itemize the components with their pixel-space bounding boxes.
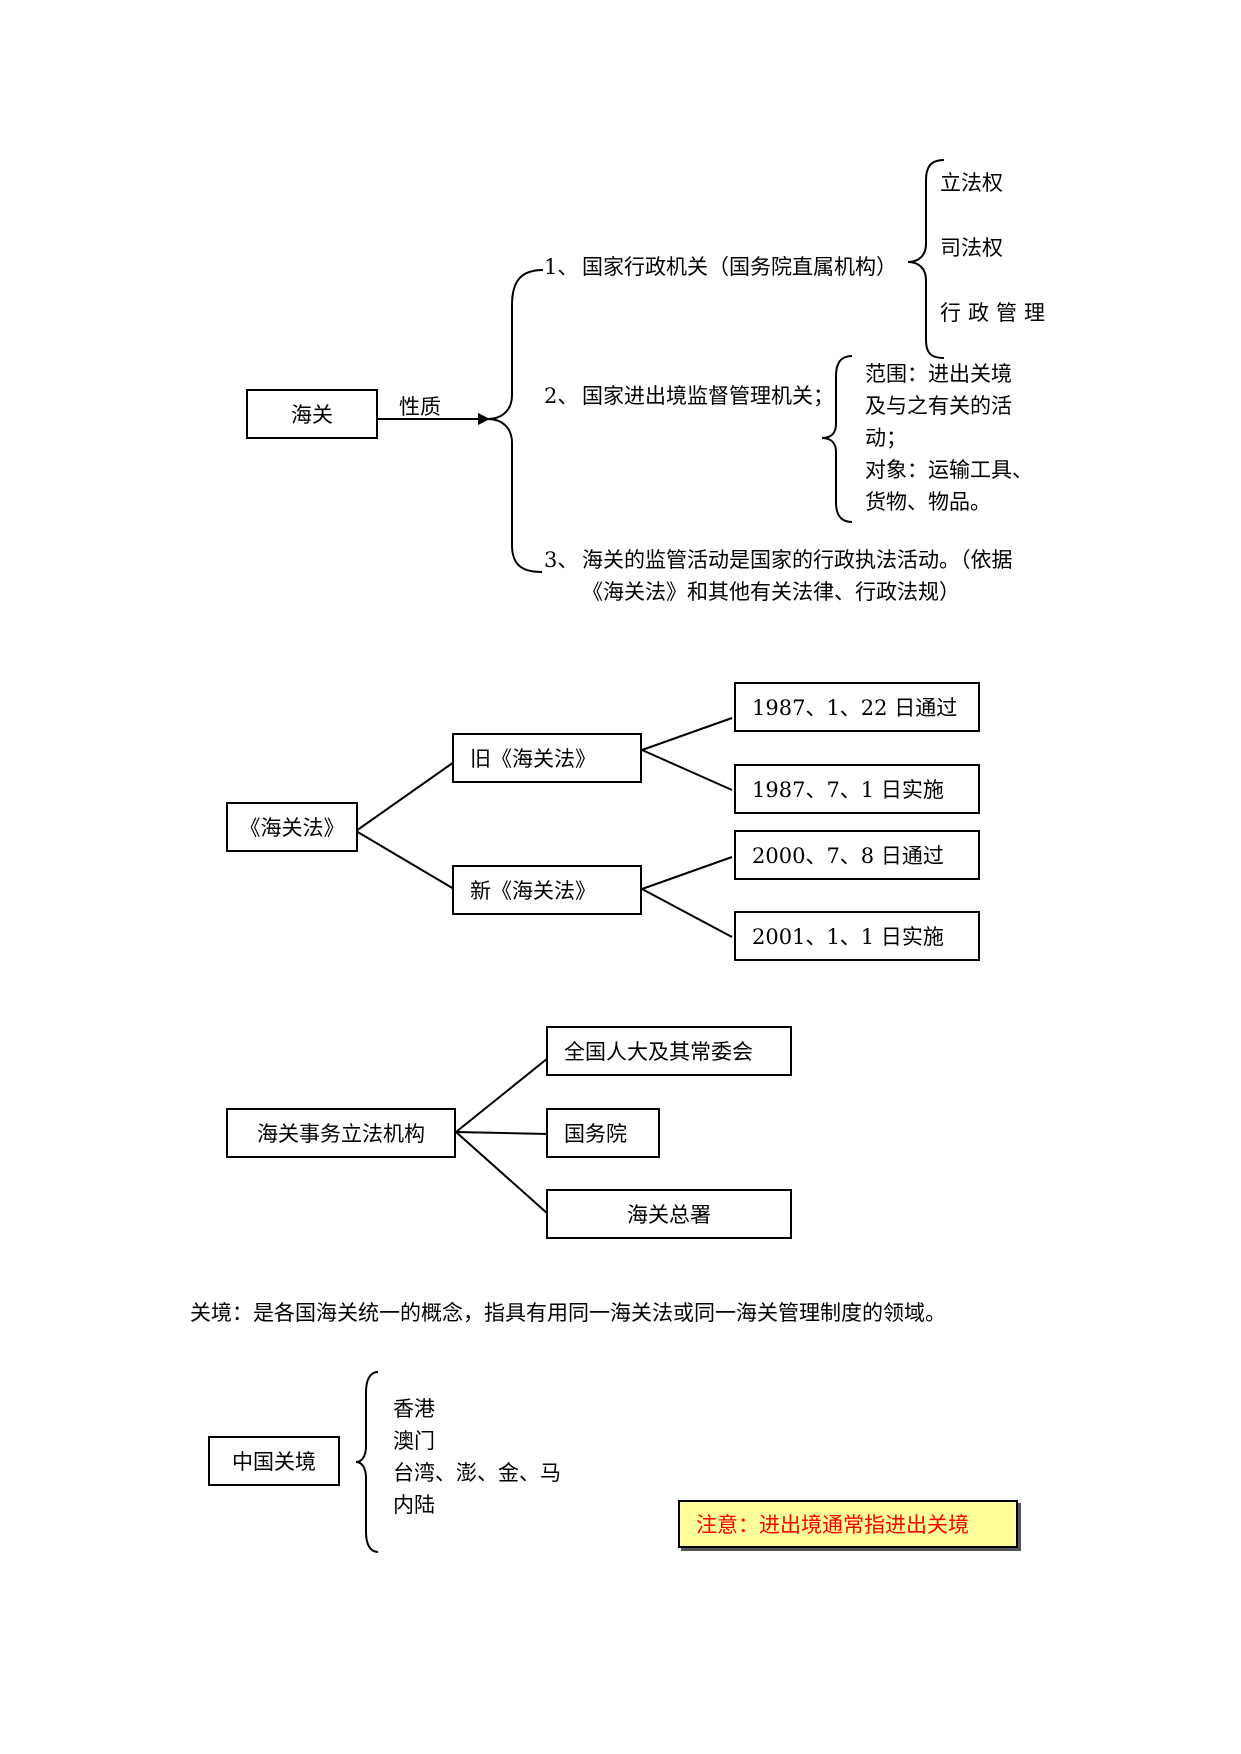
nature-item-2-text: 国家进出境监督管理机关； xyxy=(582,384,834,408)
nature-arrow-head xyxy=(478,413,490,425)
territory-root-label: 中国关境 xyxy=(232,1450,316,1474)
scope-brace xyxy=(821,355,853,523)
law-root-box: 《海关法》 xyxy=(226,802,358,852)
law-root-label: 《海关法》 xyxy=(239,816,345,840)
legislation-item-gac-label: 海关总署 xyxy=(627,1203,711,1227)
scope-line-5: 货物、物品。 xyxy=(865,490,991,514)
leg-line-3 xyxy=(455,1131,549,1215)
leg-line-1 xyxy=(455,1057,549,1133)
scope-line-2: 及与之有关的活 xyxy=(865,394,1012,418)
nature-root-label: 海关 xyxy=(291,403,333,427)
legislation-item-state-council-box: 国务院 xyxy=(546,1108,660,1158)
law-new-passed-box: 2000、7、8 日通过 xyxy=(734,830,980,880)
scope-line-3: 动； xyxy=(865,426,907,450)
law-old-line-passed xyxy=(641,717,733,751)
law-new-effective-label: 2001、1、1 日实施 xyxy=(752,925,944,949)
legislation-root-box: 海关事务立法机构 xyxy=(226,1108,456,1158)
nature-item-1-number: 1、 xyxy=(544,255,579,279)
territory-note-text: 注意：进出境通常指进出关境 xyxy=(696,1513,969,1537)
territory-brace xyxy=(355,1371,379,1553)
nature-item-2-number: 2、 xyxy=(544,384,579,408)
nature-edge-label: 性质 xyxy=(399,395,441,419)
legislation-item-gac-box: 海关总署 xyxy=(546,1189,792,1239)
nature-item-3-text-line2: 《海关法》和其他有关法律、行政法规） xyxy=(582,580,960,604)
law-old-label: 旧《海关法》 xyxy=(470,747,596,771)
law-new-line-passed xyxy=(641,856,733,890)
law-old-effective-box: 1987、7、1 日实施 xyxy=(734,764,980,814)
nature-root-box: 海关 xyxy=(246,389,378,439)
law-new-effective-box: 2001、1、1 日实施 xyxy=(734,911,980,961)
territory-root-box: 中国关境 xyxy=(208,1436,340,1486)
law-new-passed-label: 2000、7、8 日通过 xyxy=(752,844,944,868)
legislation-item-npc-label: 全国人大及其常委会 xyxy=(564,1040,753,1064)
territory-note-box: 注意：进出境通常指进出关境 xyxy=(678,1500,1018,1548)
territory-item-macau: 澳门 xyxy=(393,1429,435,1453)
law-old-box: 旧《海关法》 xyxy=(452,733,642,783)
scope-line-1: 范围：进出关境 xyxy=(865,362,1012,386)
territory-item-hongkong: 香港 xyxy=(393,1397,435,1421)
law-old-passed-label: 1987、1、22 日通过 xyxy=(752,696,958,720)
territory-item-taiwan: 台湾、澎、金、马 xyxy=(393,1461,561,1485)
legislation-item-npc-box: 全国人大及其常委会 xyxy=(546,1026,792,1076)
law-old-effective-label: 1987、7、1 日实施 xyxy=(752,778,944,802)
nature-item-1-text: 国家行政机关（国务院直属机构） xyxy=(582,255,897,279)
nature-item-3-text-line1: 海关的监管活动是国家的行政执法活动。（依据 xyxy=(582,548,1013,572)
legislation-root-label: 海关事务立法机构 xyxy=(257,1122,425,1146)
powers-brace xyxy=(907,159,945,359)
law-line-old xyxy=(355,761,455,832)
law-new-line-effective xyxy=(641,888,733,938)
law-old-line-effective xyxy=(641,749,733,791)
power-legislative: 立法权 xyxy=(940,171,1003,195)
scope-line-4: 对象：运输工具、 xyxy=(865,458,1033,482)
power-administrative: 行政管理 xyxy=(940,301,1052,325)
territory-definition: 关境：是各国海关统一的概念，指具有用同一海关法或同一海关管理制度的领域。 xyxy=(190,1301,946,1325)
territory-item-mainland: 内陆 xyxy=(393,1493,435,1517)
law-line-new xyxy=(355,830,455,890)
law-new-box: 新《海关法》 xyxy=(452,865,642,915)
power-judicial: 司法权 xyxy=(940,236,1003,260)
leg-line-2 xyxy=(455,1131,549,1135)
law-new-label: 新《海关法》 xyxy=(470,879,596,903)
nature-item-3-number: 3、 xyxy=(544,548,579,572)
legislation-item-state-council-label: 国务院 xyxy=(564,1122,627,1146)
nature-main-brace xyxy=(487,269,544,573)
law-old-passed-box: 1987、1、22 日通过 xyxy=(734,682,980,732)
